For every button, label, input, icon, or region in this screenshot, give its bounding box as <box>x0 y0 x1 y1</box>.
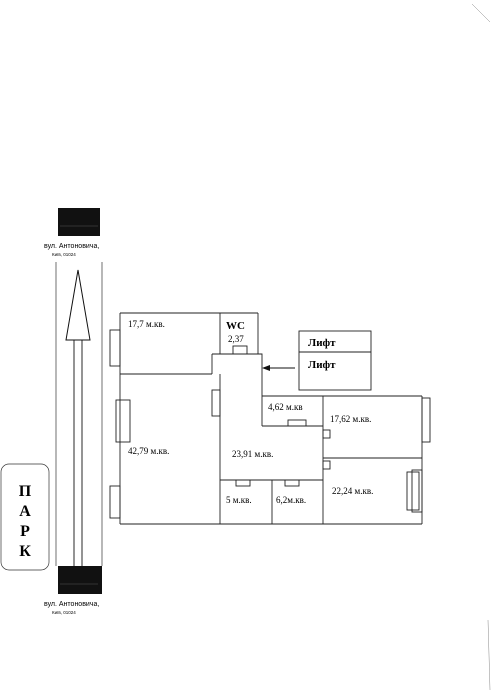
lift-label-1: Лифт <box>308 337 336 349</box>
park-letter-2: А <box>19 503 31 520</box>
street-bottom-city: Київ, 01024 <box>52 610 76 615</box>
room-label-42-79: 42,79 м.кв. <box>128 446 169 456</box>
park-letter-1: П <box>19 483 32 500</box>
street-top-sign <box>58 208 100 236</box>
room-label-6-2: 6,2м.кв. <box>276 495 306 505</box>
room-label-5: 5 м.кв. <box>226 495 252 505</box>
wc-area: 2,37 <box>228 334 244 344</box>
wc-label: WC <box>226 320 245 332</box>
street-top-city: Київ, 01024 <box>52 252 76 257</box>
scan-artifacts <box>471 3 491 691</box>
lift-label-2: Лифт <box>308 359 336 371</box>
street-strip: вул. Антоновича, Київ, 01024 вул. Антоно… <box>44 208 103 615</box>
lift-block: Лифт Лифт <box>262 330 372 391</box>
lift-frame <box>298 330 372 391</box>
lift-arrow-icon <box>262 365 270 371</box>
park-letter-3: Р <box>20 523 30 540</box>
room-labels: 17,7 м.кв. WC 2,37 42,79 м.кв. 23,91 м.к… <box>128 319 373 505</box>
apartment-walls <box>109 312 431 525</box>
room-label-17-62: 17,62 м.кв. <box>330 414 371 424</box>
park-block: П А Р К <box>0 463 50 571</box>
room-label-22-24: 22,24 м.кв. <box>332 486 373 496</box>
room-label-17-7: 17,7 м.кв. <box>128 319 165 329</box>
room-label-4-62: 4,62 м.кв <box>268 402 303 412</box>
park-letter-4: К <box>19 543 31 560</box>
street-top-name: вул. Антоновича, <box>44 243 99 250</box>
north-arrow-icon <box>65 269 91 566</box>
street-bottom-sign <box>58 566 102 594</box>
street-bottom-name: вул. Антоновича, <box>44 601 99 608</box>
park-frame <box>0 463 50 571</box>
room-label-23-91: 23,91 м.кв. <box>232 449 273 459</box>
